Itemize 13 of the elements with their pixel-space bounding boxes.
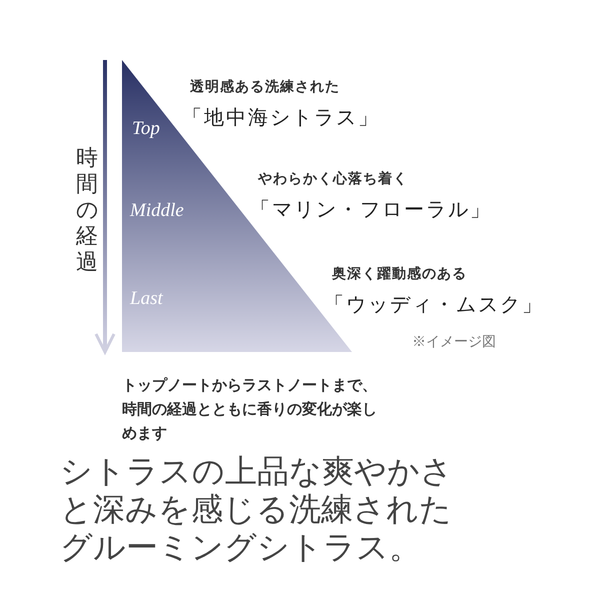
note-label: Middle <box>130 200 184 222</box>
note-text: ※イメージ図 <box>412 334 496 351</box>
headline-text: シトラスの上品な爽やかさと深みを感じる洗練されたグルーミングシトラス。 <box>60 452 454 566</box>
note-description: やわらかく心落ち着く <box>258 170 408 188</box>
note-description: 透明感ある洗練された <box>190 78 340 96</box>
description-text: トップノートからラストノートまで、時間の経過とともに香りの変化が楽しめます <box>122 376 378 444</box>
note-label: Last <box>130 288 163 310</box>
note-description: 奥深く躍動感のある <box>332 265 467 283</box>
note-name: 「地中海シトラス」 <box>182 106 380 131</box>
note-name: 「ウッディ・ムスク」 <box>324 293 544 318</box>
note-label: Top <box>132 118 160 140</box>
note-name: 「マリン・フローラル」 <box>250 198 492 223</box>
axis-label: 時間の経過 <box>76 145 98 275</box>
